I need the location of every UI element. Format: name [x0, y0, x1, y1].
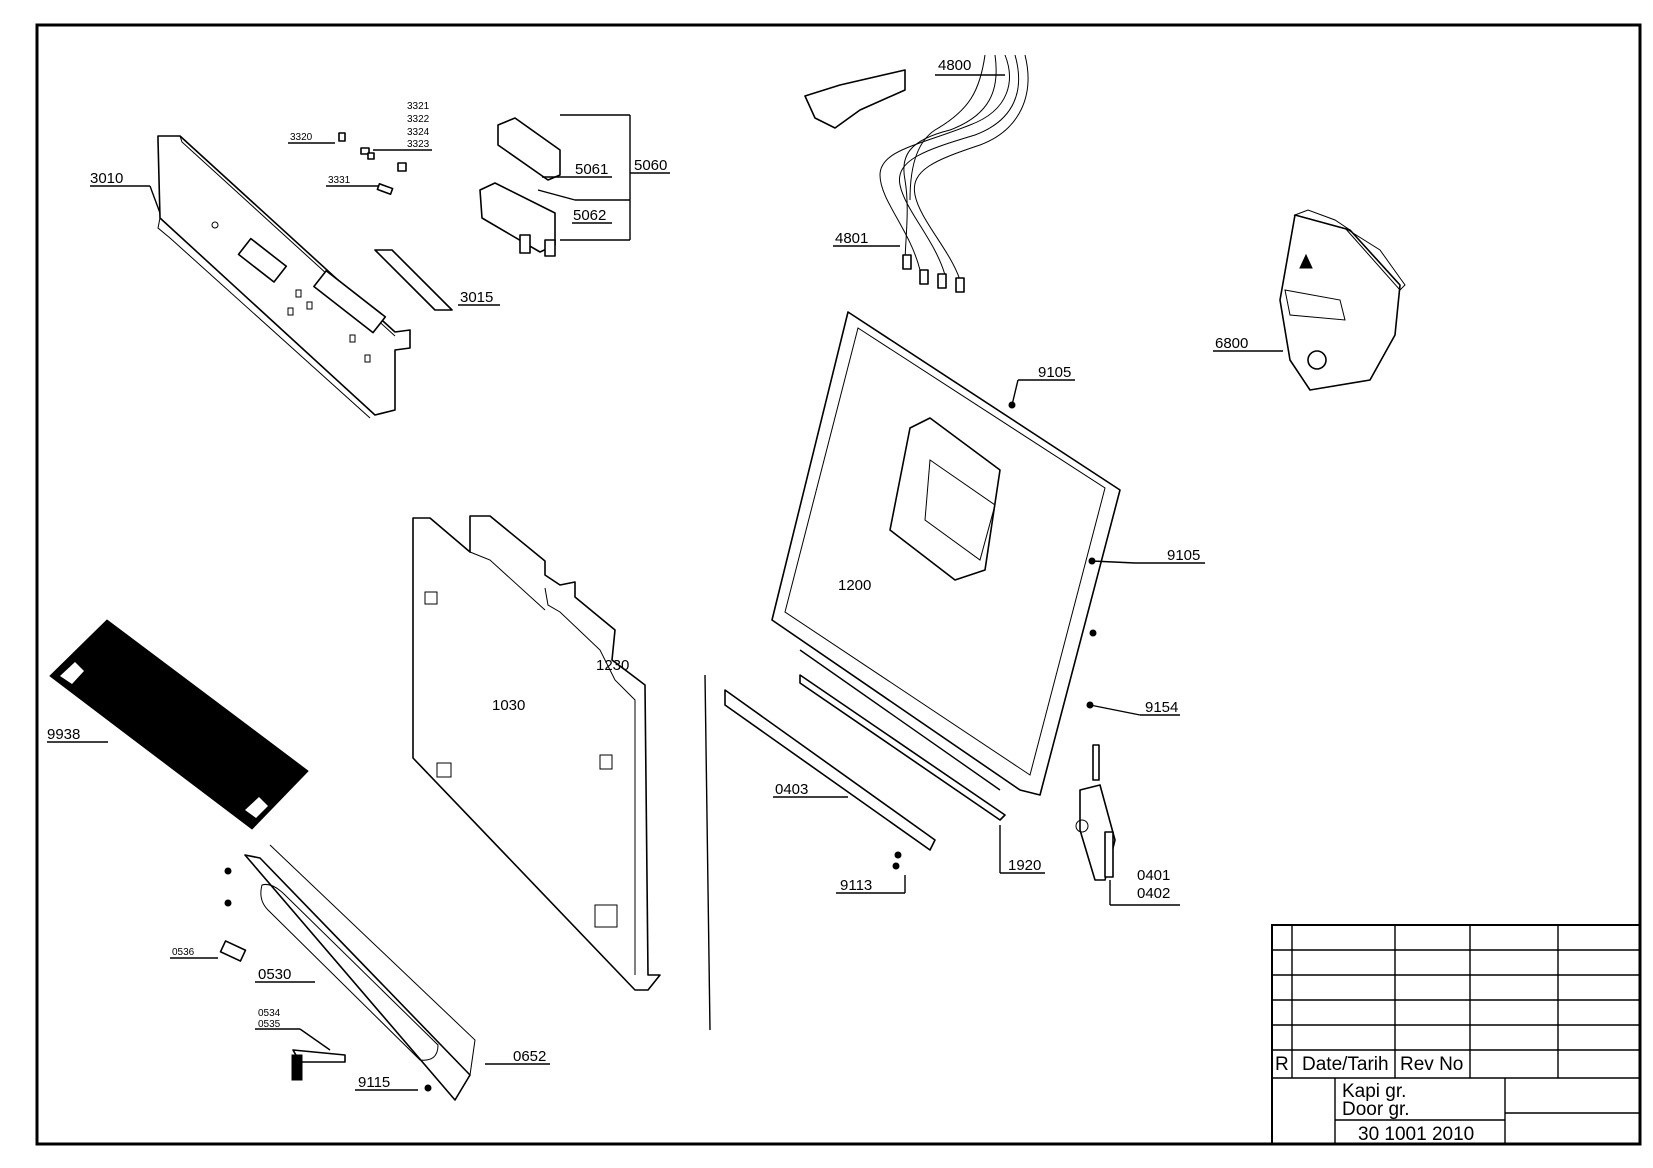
part-cable-harness: [804, 54, 1029, 293]
title-block-drawing-no: 30 1001 2010: [1358, 1124, 1474, 1145]
title-block-r: R: [1275, 1054, 1289, 1075]
label-5061: 5061: [575, 161, 608, 178]
part-outer-door-panel: [412, 515, 711, 1031]
part-hinge: [1075, 744, 1116, 881]
label-3015: 3015: [460, 289, 493, 306]
part-handle: [291, 1049, 346, 1081]
label-3324: 3324: [407, 127, 430, 138]
label-3331: 3331: [328, 175, 351, 186]
part-inner-door: [771, 311, 1121, 796]
title-block-name-tr: Kapi gr.: [1342, 1081, 1406, 1102]
label-3323: 3323: [407, 139, 430, 150]
label-9113: 9113: [840, 877, 872, 894]
label-0652: 0652: [513, 1048, 546, 1065]
label-0402: 0402: [1137, 885, 1170, 902]
label-1230: 1230: [596, 657, 629, 674]
label-0534: 0534: [258, 1008, 281, 1019]
part-clip: [219, 940, 247, 962]
label-0535: 0535: [258, 1019, 281, 1030]
label-1200: 1200: [838, 577, 871, 594]
label-9105-top: 9105: [1038, 364, 1071, 381]
label-0401: 0401: [1137, 867, 1170, 884]
part-detergent-dispenser: [1279, 209, 1406, 391]
leader-lines: [47, 74, 1283, 1091]
part-insulation-panel: [49, 619, 309, 830]
title-block-date: Date/Tarih: [1302, 1054, 1389, 1075]
label-5060: 5060: [634, 157, 667, 174]
label-3321: 3321: [407, 101, 430, 112]
title-block: R Date/Tarih Rev No Kapi gr. Door gr. 30…: [1271, 924, 1641, 1145]
sheet-border: [35, 23, 1642, 1146]
label-4800: 4800: [938, 57, 971, 74]
part-labels: 3010 3015 3320 3321 3322 3324 3323 3331 …: [47, 57, 1248, 1091]
label-0536: 0536: [172, 947, 195, 958]
label-9154: 9154: [1145, 699, 1178, 716]
title-block-name-en: Door gr.: [1342, 1099, 1410, 1120]
part-display-window: [374, 249, 453, 311]
label-5062: 5062: [573, 207, 606, 224]
title-block-rev: Rev No: [1400, 1054, 1463, 1075]
label-0530: 0530: [258, 966, 291, 983]
label-6800: 6800: [1215, 335, 1248, 352]
label-3010: 3010: [90, 170, 123, 187]
label-9938: 9938: [47, 726, 80, 743]
part-buttons: [338, 132, 407, 196]
label-4801: 4801: [835, 230, 868, 247]
part-bottom-strip: [724, 689, 936, 851]
label-0403: 0403: [775, 781, 808, 798]
label-1920: 1920: [1008, 857, 1041, 874]
part-kick-plate: [244, 844, 476, 1101]
label-3322: 3322: [407, 114, 430, 125]
label-9105-side: 9105: [1167, 547, 1200, 564]
part-electronic-module: [479, 117, 561, 257]
label-9115: 9115: [358, 1074, 390, 1091]
label-3320: 3320: [290, 132, 313, 143]
part-control-panel: [157, 135, 411, 419]
part-door-seal: [799, 674, 1006, 821]
label-1030: 1030: [492, 697, 525, 714]
